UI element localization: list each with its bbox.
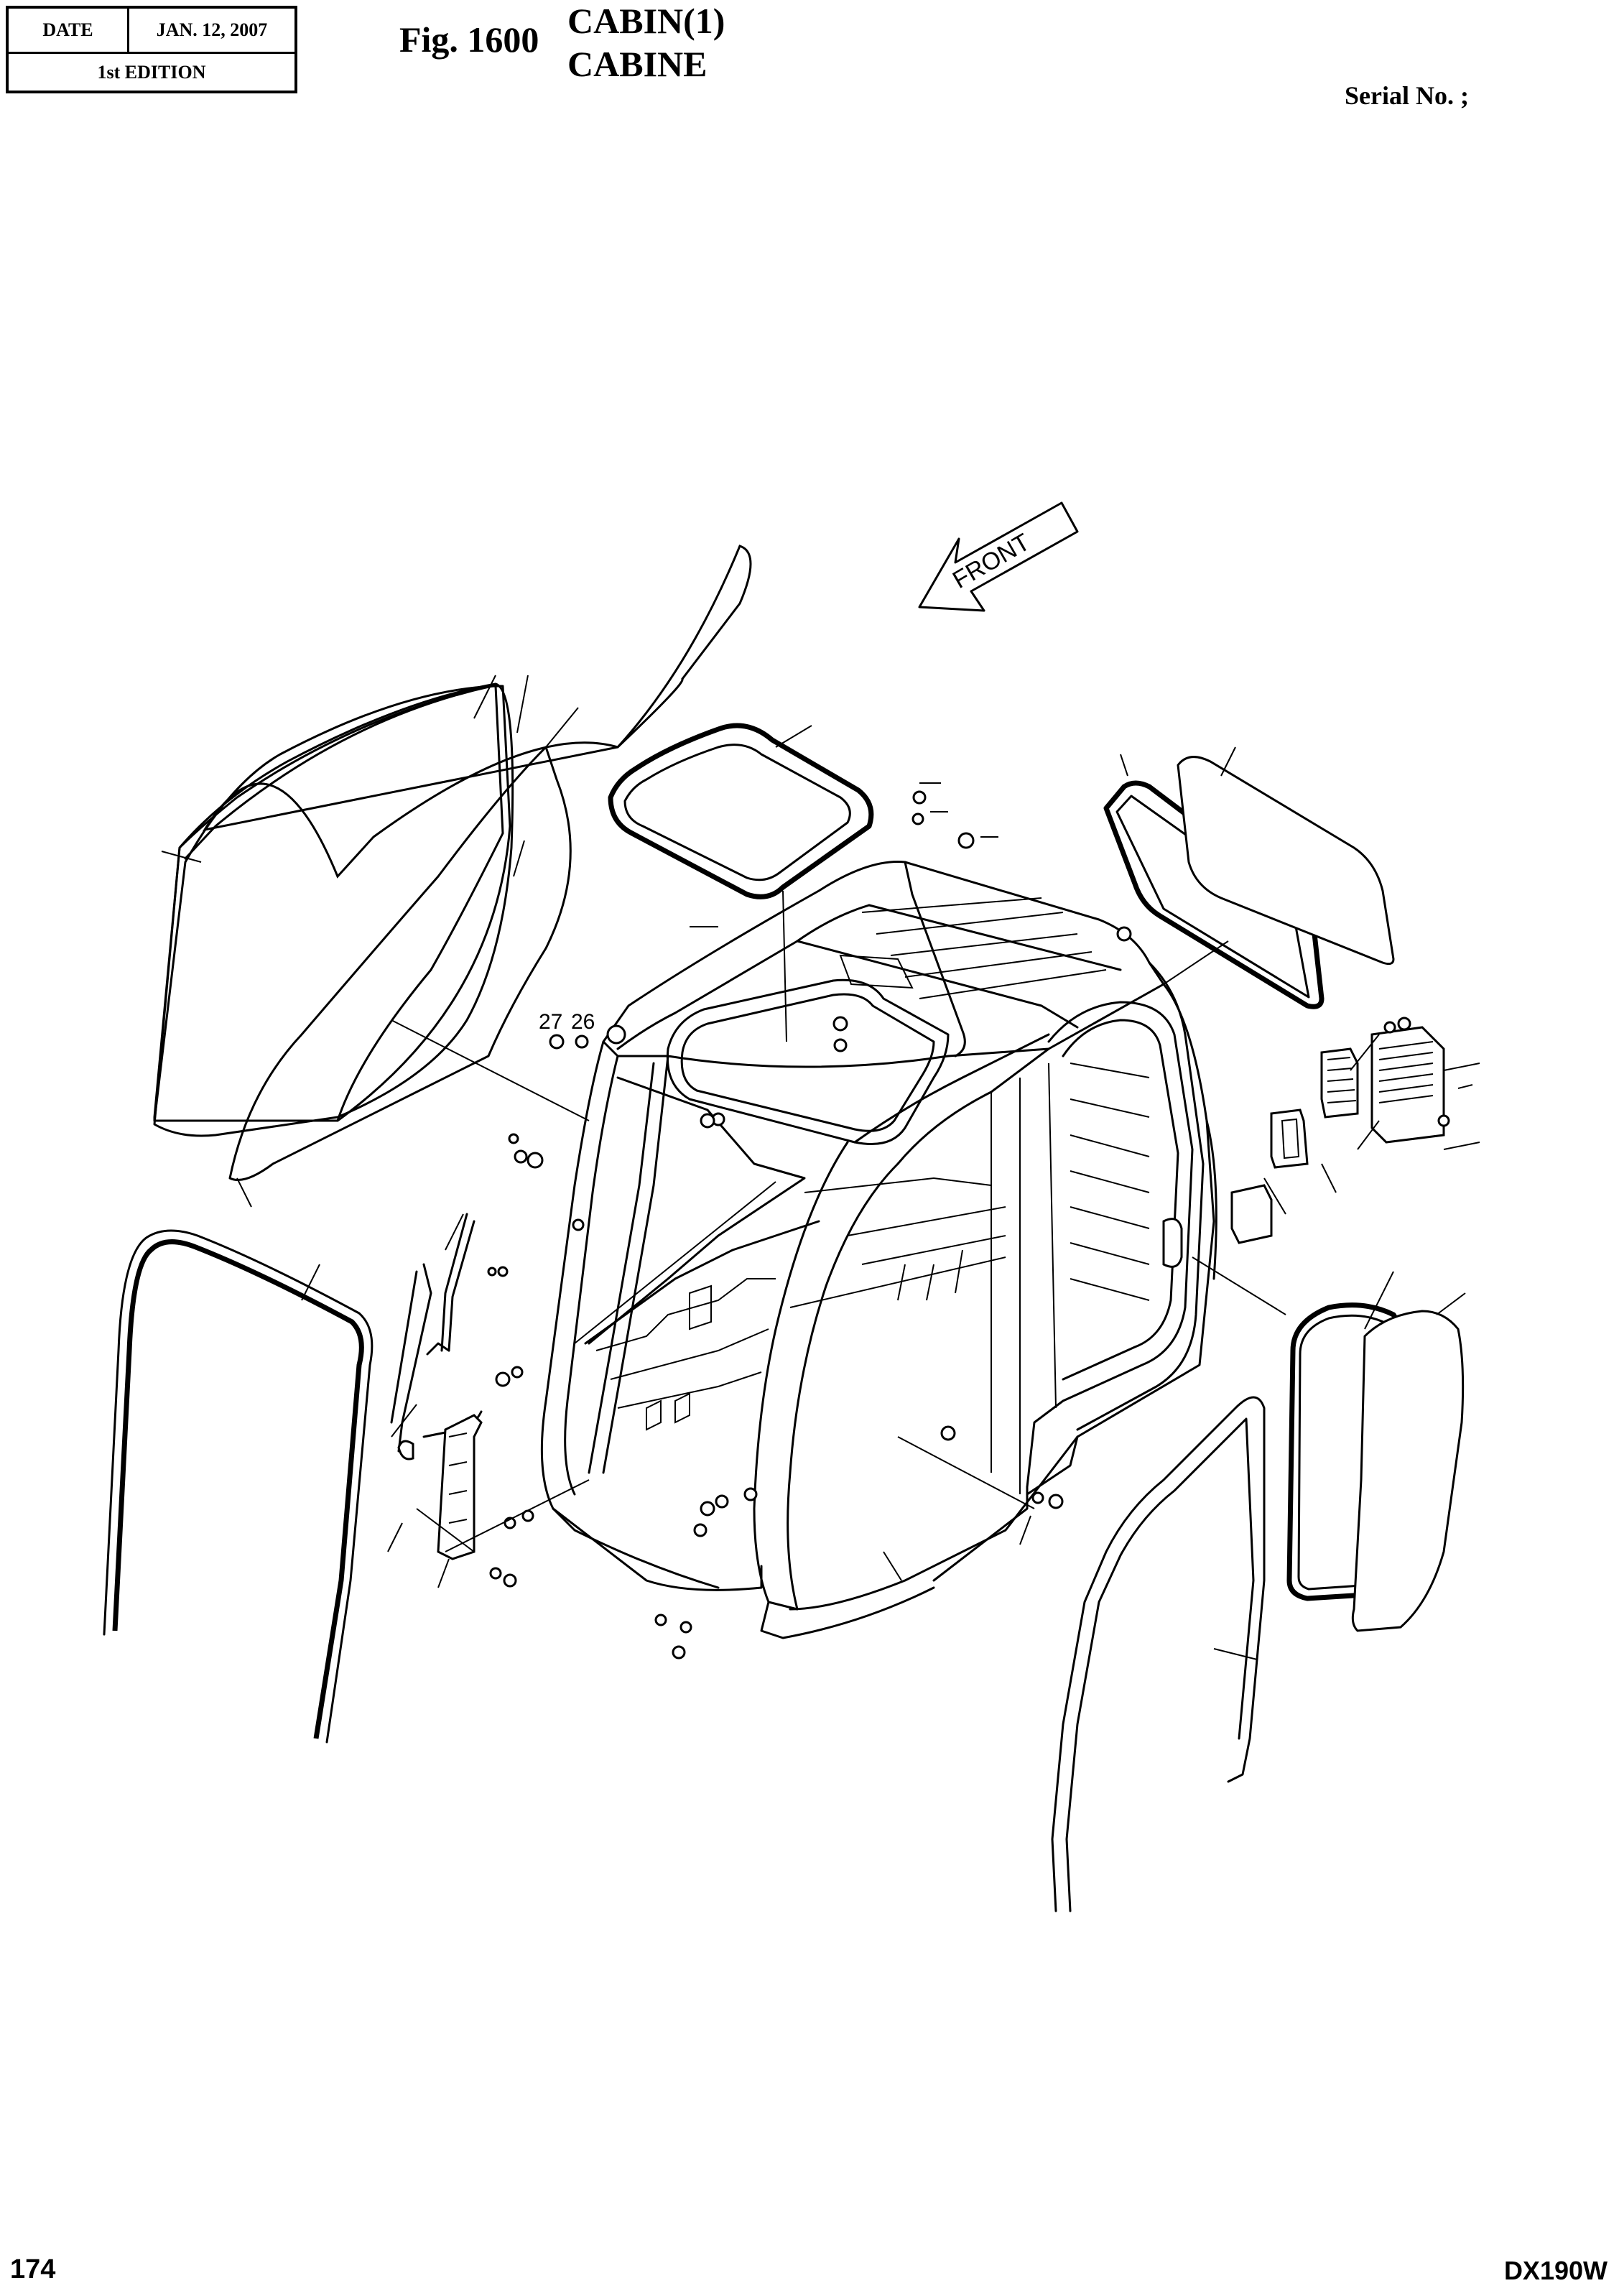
air-filter-group bbox=[1232, 1027, 1444, 1243]
front-arrow-label: FRONT bbox=[948, 528, 1034, 593]
figure-number: Fig. 1600 bbox=[399, 19, 539, 60]
right-rear-glass-seal bbox=[1106, 783, 1322, 1006]
callout-26: 26 bbox=[571, 1010, 595, 1034]
left-side-glass bbox=[154, 546, 751, 1121]
wiper-motor bbox=[438, 1415, 481, 1559]
rear-quarter-glass bbox=[1353, 1311, 1462, 1631]
roof-glass-seal bbox=[611, 726, 871, 897]
date-label: DATE bbox=[9, 9, 129, 52]
page-number: 174 bbox=[10, 2254, 56, 2285]
model-name: DX190W bbox=[1503, 2256, 1608, 2285]
front-window-seal bbox=[104, 1231, 372, 1742]
left-side-glass-outer bbox=[154, 684, 513, 1136]
wiper-assembly bbox=[391, 1214, 481, 1459]
callout-27: 27 bbox=[539, 1010, 562, 1034]
edition-label: 1st EDITION bbox=[97, 61, 206, 83]
right-rear-glass bbox=[1178, 757, 1393, 964]
figure-title-fr: CABINE bbox=[567, 44, 708, 84]
door-seal bbox=[1052, 1397, 1264, 1911]
fastener-bolts bbox=[488, 792, 1449, 1658]
cabin-frame bbox=[542, 862, 1216, 1639]
figure-title-en: CABIN(1) bbox=[567, 1, 725, 41]
serial-number-label: Serial No. ; bbox=[1345, 81, 1469, 110]
date-value: JAN. 12, 2007 bbox=[156, 19, 268, 40]
edition-box-top-row: DATE JAN. 12, 2007 bbox=[9, 9, 294, 54]
front-direction-arrow: FRONT bbox=[919, 503, 1077, 611]
leader-lines bbox=[162, 675, 1480, 1659]
edition-box: DATE JAN. 12, 2007 1st EDITION bbox=[6, 6, 297, 93]
left-side-glass-seal bbox=[230, 747, 570, 1180]
